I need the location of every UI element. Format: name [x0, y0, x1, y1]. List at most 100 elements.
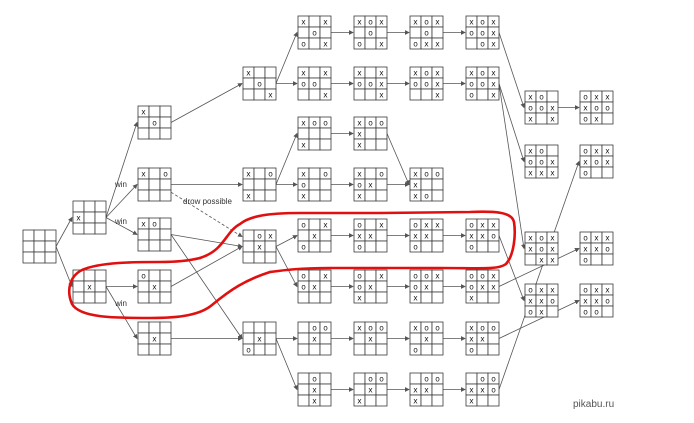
- board-cell: [546, 166, 559, 179]
- o-mark: o: [583, 308, 588, 317]
- x-mark: x: [539, 256, 544, 265]
- board-cell: [364, 291, 377, 304]
- o-mark: o: [528, 308, 533, 317]
- board-cell: [44, 229, 57, 242]
- edge-B0-B1: [55, 216, 73, 247]
- board-cell: [297, 321, 310, 334]
- edge-B36-B42: [498, 83, 526, 163]
- x-mark: x: [87, 283, 92, 292]
- x-mark: x: [323, 91, 328, 100]
- board-cell: [319, 77, 332, 90]
- board-cell: [601, 253, 614, 266]
- board-cell: [264, 321, 277, 334]
- board-cell: [242, 229, 255, 242]
- x-mark: x: [594, 245, 599, 254]
- board-cell: [364, 189, 377, 202]
- board-cell: [431, 189, 444, 202]
- board-cell: [137, 116, 150, 129]
- x-mark: x: [528, 147, 533, 156]
- board-cell: [159, 217, 172, 230]
- board-cell: [476, 88, 489, 101]
- labels-layer: win win win drow possible pikabu.ru: [114, 180, 614, 410]
- o-mark: o: [413, 243, 418, 252]
- x-mark: x: [424, 221, 429, 230]
- board-cell: [375, 88, 388, 101]
- x-mark: x: [357, 324, 362, 333]
- board-cell: [375, 127, 388, 140]
- o-mark: o: [357, 40, 362, 49]
- x-mark: x: [469, 397, 474, 406]
- edge-B35-B41: [498, 32, 526, 109]
- watermark: pikabu.ru: [573, 399, 614, 410]
- board-cell: [137, 178, 150, 191]
- board-cell: [375, 332, 388, 345]
- board-cell: [353, 343, 366, 356]
- board-cell: [319, 394, 332, 407]
- o-mark: o: [583, 115, 588, 124]
- board-cell: [431, 332, 444, 345]
- board-cell: [253, 167, 266, 180]
- o-mark: o: [368, 80, 373, 89]
- board-cell: [375, 383, 388, 396]
- x-mark: x: [491, 40, 496, 49]
- edge-B37-B44: [498, 235, 525, 302]
- board-cell: [137, 332, 150, 345]
- o-mark: o: [605, 104, 610, 113]
- win-label-2: win: [114, 217, 127, 226]
- board-cell: [297, 26, 310, 39]
- edge-B8-B12: [275, 31, 298, 84]
- o-mark: o: [469, 243, 474, 252]
- x-mark: x: [413, 324, 418, 333]
- o-mark: o: [550, 297, 555, 306]
- board-cell: [319, 291, 332, 304]
- x-mark: x: [539, 169, 544, 178]
- o-mark: o: [583, 234, 588, 243]
- x-mark: x: [491, 29, 496, 38]
- x-mark: x: [141, 220, 146, 229]
- x-mark: x: [583, 245, 588, 254]
- x-mark: x: [413, 181, 418, 190]
- x-mark: x: [357, 69, 362, 78]
- x-mark: x: [312, 335, 317, 344]
- o-mark: o: [312, 119, 317, 128]
- board-cell: [353, 88, 366, 101]
- x-mark: x: [594, 234, 599, 243]
- o-mark: o: [312, 29, 317, 38]
- x-mark: x: [491, 221, 496, 230]
- board-cell: [420, 394, 433, 407]
- board-cell: [476, 291, 489, 304]
- board-cell: [159, 343, 172, 356]
- x-mark: x: [368, 386, 373, 395]
- board-cell: [264, 332, 277, 345]
- board-cell: [420, 240, 433, 253]
- edge-B22-B30: [386, 133, 410, 186]
- highlight-loop-lower: [68, 256, 272, 320]
- board-cell: [159, 321, 172, 334]
- board-cell: [159, 280, 172, 293]
- board-cell: [159, 291, 172, 304]
- board-cell: [137, 127, 150, 140]
- board-cell: [148, 167, 161, 180]
- x-mark: x: [301, 69, 306, 78]
- board-cell: [364, 218, 377, 231]
- board-cell: [409, 26, 422, 39]
- o-mark: o: [357, 181, 362, 190]
- x-mark: x: [424, 386, 429, 395]
- x-mark: x: [141, 108, 146, 117]
- board-cell: [159, 105, 172, 118]
- board-cell: [319, 280, 332, 293]
- o-mark: o: [312, 80, 317, 89]
- o-mark: o: [539, 93, 544, 102]
- x-mark: x: [528, 115, 533, 124]
- x-mark: x: [605, 286, 610, 295]
- x-mark: x: [469, 18, 474, 27]
- board-cell: [364, 394, 377, 407]
- board-cell: [375, 240, 388, 253]
- x-mark: x: [312, 386, 317, 395]
